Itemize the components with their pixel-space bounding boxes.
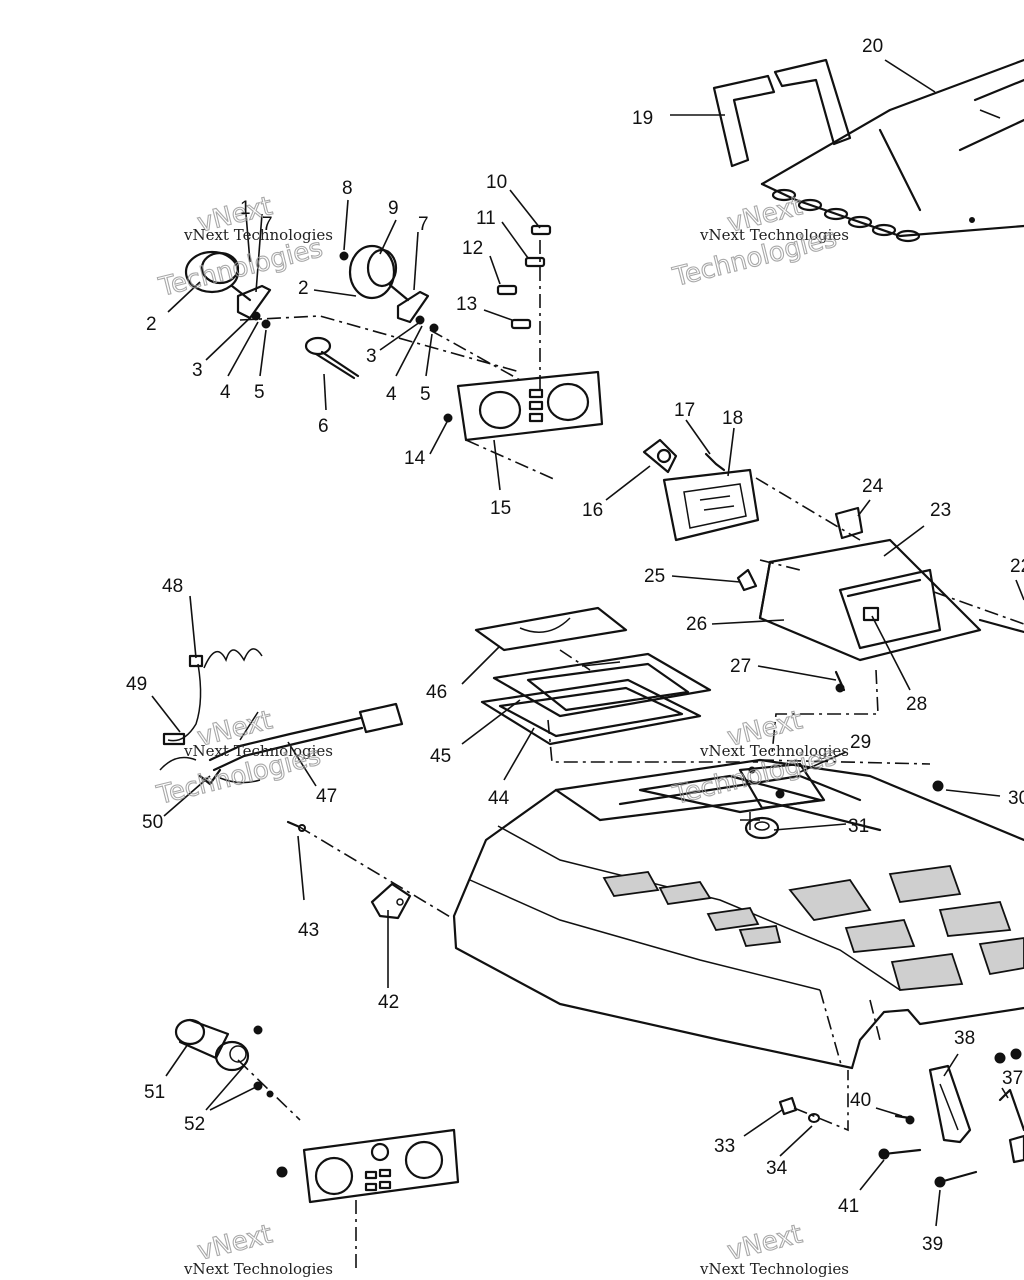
- callout-49: 49: [126, 674, 147, 695]
- callout-2: 2: [146, 314, 157, 335]
- callout-26: 26: [686, 614, 707, 635]
- watermark-company: vNext Technologies: [699, 742, 849, 760]
- callout-28: 28: [906, 694, 927, 715]
- instrument-panel-upper: [443, 370, 604, 442]
- callout-18: 18: [722, 408, 743, 429]
- callout-4: 4: [220, 382, 231, 403]
- screw-40: [894, 1114, 915, 1125]
- callout-4: 4: [386, 384, 397, 405]
- callout-3: 3: [192, 360, 203, 381]
- callout-7: 7: [418, 214, 429, 235]
- callout-30: 30: [1008, 788, 1024, 809]
- callout-51: 51: [144, 1082, 165, 1103]
- callout-38: 38: [954, 1028, 975, 1049]
- socket-51: [174, 1018, 230, 1060]
- callout-12: 12: [462, 238, 483, 259]
- callout-39: 39: [922, 1234, 943, 1255]
- hood-latch-plate: [738, 762, 826, 810]
- callout-19: 19: [632, 108, 653, 129]
- pin-43: [286, 820, 306, 832]
- callout-5: 5: [420, 384, 431, 405]
- rod-22: [978, 618, 1024, 634]
- bolt-27: [834, 670, 846, 693]
- callout-17: 17: [674, 400, 695, 421]
- clip-33: [778, 1096, 798, 1116]
- callout-42: 42: [378, 992, 399, 1013]
- callout-37: 37: [1002, 1068, 1023, 1089]
- callout-7: 7: [262, 214, 273, 235]
- callout-41: 41: [838, 1196, 859, 1217]
- hood-panel-45: [492, 652, 712, 718]
- wiring-harness: [159, 648, 404, 786]
- callout-6: 6: [318, 416, 329, 437]
- hood-seal-44: [480, 678, 702, 746]
- bolt-39: [934, 1170, 978, 1188]
- callout-14: 14: [404, 448, 426, 469]
- callout-1: 1: [240, 198, 251, 219]
- callout-2: 2: [298, 278, 309, 299]
- headlight-bulb: [642, 438, 678, 474]
- callout-33: 33: [714, 1136, 735, 1157]
- hood-insulation-46: [474, 606, 628, 652]
- windshield-part: [760, 58, 1024, 243]
- leader-lines: [151, 59, 1024, 1227]
- callout-24: 24: [862, 476, 884, 497]
- callout-46: 46: [426, 682, 447, 703]
- callout-47: 47: [316, 786, 337, 807]
- gauge-mount-brackets: [236, 251, 439, 333]
- callout-22: 22: [1010, 556, 1024, 577]
- callout-5: 5: [254, 382, 265, 403]
- callout-15: 15: [490, 498, 511, 519]
- screw-30: [932, 780, 944, 792]
- bolt-41: [878, 1148, 922, 1160]
- watermark-company: vNext Technologies: [183, 742, 333, 760]
- callout-13: 13: [456, 294, 477, 315]
- assembly-lines: [237, 240, 1024, 1270]
- callout-25: 25: [644, 566, 665, 587]
- latch-37: [998, 1088, 1024, 1164]
- callout-50: 50: [142, 812, 163, 833]
- callout-labels: 1 2 2 3 3 4 4 5 5 6 7 7 8 9 10 11 12 13 …: [126, 36, 1024, 1255]
- callout-29: 29: [850, 732, 871, 753]
- gauge-left: [184, 250, 252, 302]
- hood-bracket-42: [370, 882, 412, 920]
- clip-25: [736, 568, 758, 592]
- callout-3: 3: [366, 346, 377, 367]
- headlight-assembly: [662, 452, 760, 542]
- watermark: vNext vNext Technologies Technologies vN…: [153, 191, 849, 1278]
- callout-34: 34: [766, 1158, 788, 1179]
- watermark-company: vNext Technologies: [699, 1260, 849, 1278]
- callout-27: 27: [730, 656, 751, 677]
- hood-vents: [602, 865, 1024, 991]
- callout-9: 9: [388, 198, 399, 219]
- callout-16: 16: [582, 500, 603, 521]
- callout-44: 44: [488, 788, 510, 809]
- callout-23: 23: [930, 500, 951, 521]
- windshield-brackets: [712, 58, 852, 168]
- instrument-panel-lower: [276, 1128, 460, 1204]
- watermark-company: vNext Technologies: [183, 1260, 333, 1278]
- callout-20: 20: [862, 36, 883, 57]
- callout-48: 48: [162, 576, 183, 597]
- callout-43: 43: [298, 920, 319, 941]
- callout-31: 31: [848, 816, 869, 837]
- callout-45: 45: [430, 746, 451, 767]
- callout-40: 40: [850, 1090, 871, 1111]
- callout-52: 52: [184, 1114, 205, 1135]
- headlight-housing: [758, 506, 982, 662]
- watermark-company: vNext Technologies: [183, 226, 333, 244]
- callout-10: 10: [486, 172, 507, 193]
- indicator-lenses: [496, 224, 552, 330]
- callout-11: 11: [476, 208, 496, 229]
- watermark-company: vNext Technologies: [699, 226, 849, 244]
- hood-hinge-bracket: [928, 1048, 1022, 1144]
- hood-body: [452, 758, 1024, 1070]
- gauge-right: [348, 244, 410, 302]
- callout-8: 8: [342, 178, 353, 199]
- hood-grommet: [744, 816, 780, 840]
- washer-34: [808, 1113, 820, 1123]
- choke-knob: [304, 336, 360, 380]
